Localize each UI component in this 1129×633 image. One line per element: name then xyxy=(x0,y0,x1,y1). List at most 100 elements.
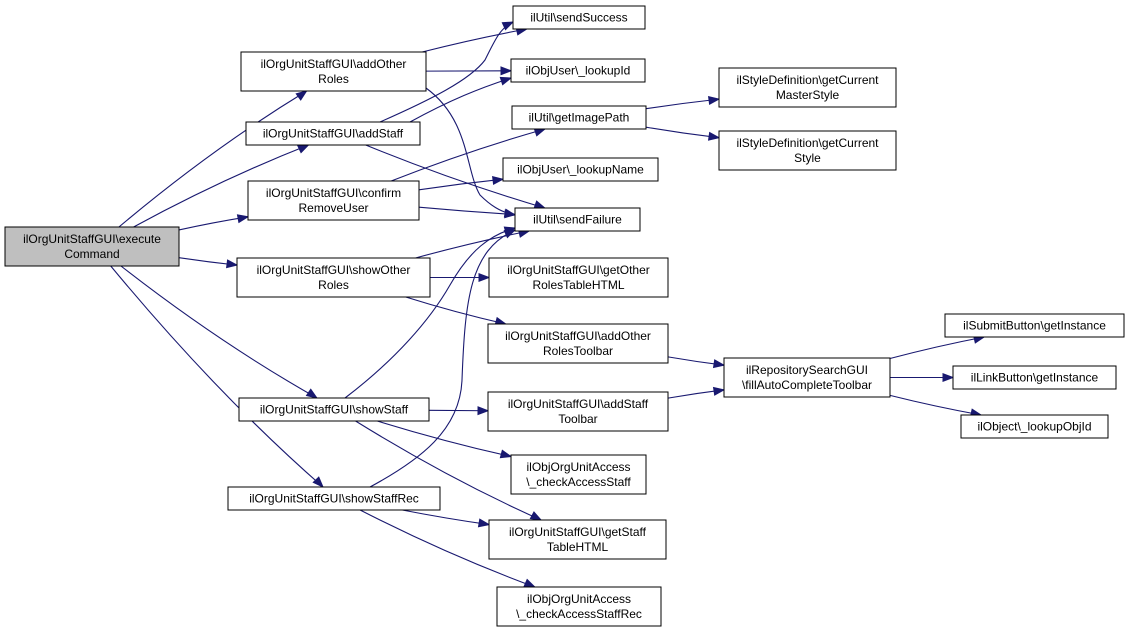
node-box[interactable] xyxy=(227,486,441,511)
edge-showStaffRec-to-sendFailure xyxy=(369,229,517,488)
edge-line xyxy=(377,420,512,458)
arrowhead xyxy=(295,90,308,101)
node-box[interactable] xyxy=(511,105,647,130)
edge-confirmRemoveUser-to-sendFailure xyxy=(418,206,517,219)
edge-line xyxy=(889,394,982,416)
node-box[interactable] xyxy=(247,180,420,221)
node-label: Toolbar xyxy=(558,412,597,426)
edge-showOtherRoles-to-getOtherRolesTableHTML xyxy=(430,272,491,283)
edge-showOtherRoles-to-addOtherRolesToolbar xyxy=(405,296,508,326)
edge-line xyxy=(110,265,324,488)
node-label: ilRepositorySearchGUI xyxy=(746,363,868,377)
edge-confirmRemoveUser-to-lookupName xyxy=(418,176,505,191)
arrowhead xyxy=(503,229,517,239)
node-box[interactable] xyxy=(240,51,427,92)
node-box[interactable] xyxy=(238,397,430,422)
node-addStaff[interactable]: ilOrgUnitStaffGUI\addStaff xyxy=(245,121,421,146)
node-submitGetInstance[interactable]: ilSubmitButton\getInstance xyxy=(944,313,1125,338)
node-label: ilOrgUnitStaffGUI\addStaff xyxy=(508,397,649,411)
arrowhead xyxy=(942,372,955,383)
node-sendSuccess[interactable]: ilUtil\sendSuccess xyxy=(512,5,646,30)
node-linkGetInstance[interactable]: ilLinkButton\getInstance xyxy=(952,365,1117,390)
edge-line xyxy=(359,509,535,588)
edge-addStaff-to-sendSuccess xyxy=(379,21,515,123)
node-label: ilObjUser\_lookupId xyxy=(526,64,631,78)
node-label: ilObjUser\_lookupName xyxy=(517,163,644,177)
edge-line xyxy=(889,336,985,360)
node-showStaff[interactable]: ilOrgUnitStaffGUI\showStaff xyxy=(238,397,430,422)
node-box[interactable] xyxy=(512,5,646,30)
edge-line xyxy=(402,509,490,526)
node-box[interactable] xyxy=(236,257,431,298)
arrowhead xyxy=(226,259,239,269)
node-label: RemoveUser xyxy=(298,201,368,215)
node-label: ilOrgUnitStaffGUI\addOther xyxy=(261,57,407,71)
node-box[interactable] xyxy=(245,121,421,146)
node-lookupName[interactable]: ilObjUser\_lookupName xyxy=(502,157,659,182)
node-box[interactable] xyxy=(510,454,647,495)
node-box[interactable] xyxy=(514,207,641,232)
node-label: ilOrgUnitStaffGUI\getStaff xyxy=(509,525,647,539)
edge-showStaff-to-getStaffTableHTML xyxy=(355,420,543,521)
node-box[interactable] xyxy=(723,357,891,398)
edge-line xyxy=(405,296,506,325)
node-label: Style xyxy=(794,151,821,165)
node-checkAccessStaffRec[interactable]: ilObjOrgUnitAccess\_checkAccessStaffRec xyxy=(496,586,662,627)
node-box[interactable] xyxy=(718,130,897,171)
edge-executeCommand-to-confirmRemoveUser xyxy=(178,214,250,231)
edge-addStaffToolbar-to-fillAutoCompleteToolbar xyxy=(667,386,726,399)
edges-layer xyxy=(110,21,986,588)
node-box[interactable] xyxy=(496,586,662,627)
node-lookupId[interactable]: ilObjUser\_lookupId xyxy=(510,58,646,83)
node-label: ilOrgUnitStaffGUI\showStaffRec xyxy=(249,492,419,506)
edge-fillAutoCompleteToolbar-to-lookupObjId xyxy=(889,394,983,418)
edge-addOtherRoles-to-lookupId xyxy=(425,66,513,76)
node-fillAutoCompleteToolbar[interactable]: ilRepositorySearchGUI\fillAutoCompleteTo… xyxy=(723,357,891,398)
node-box[interactable] xyxy=(960,414,1109,439)
node-label: ilObject\_lookupObjId xyxy=(977,420,1091,434)
node-box[interactable] xyxy=(487,323,669,364)
node-label: ilOrgUnitStaffGUI\showStaff xyxy=(260,403,409,417)
node-checkAccessStaff[interactable]: ilObjOrgUnitAccess\_checkAccessStaff xyxy=(510,454,647,495)
arrowhead xyxy=(533,200,547,209)
node-label: Roles xyxy=(318,278,349,292)
node-box[interactable] xyxy=(487,391,669,432)
arrowhead xyxy=(499,76,513,86)
node-label: ilUtil\sendFailure xyxy=(533,213,622,227)
node-showStaffRec[interactable]: ilOrgUnitStaffGUI\showStaffRec xyxy=(227,486,441,511)
node-box[interactable] xyxy=(4,226,180,267)
edge-fillAutoCompleteToolbar-to-submitGetInstance xyxy=(889,334,986,360)
edge-addStaff-to-sendFailure xyxy=(365,144,547,209)
edge-addOtherRolesToolbar-to-fillAutoCompleteToolbar xyxy=(667,356,726,369)
node-label: \_checkAccessStaffRec xyxy=(516,607,642,621)
node-label: Command xyxy=(64,247,119,261)
edge-line xyxy=(422,28,527,53)
node-box[interactable] xyxy=(952,365,1117,390)
node-lookupObjId[interactable]: ilObject\_lookupObjId xyxy=(960,414,1109,439)
arrowhead xyxy=(707,131,721,141)
node-box[interactable] xyxy=(944,313,1125,338)
node-box[interactable] xyxy=(510,58,646,83)
node-box[interactable] xyxy=(502,157,659,182)
node-box[interactable] xyxy=(718,67,897,108)
node-getImagePath[interactable]: ilUtil\getImagePath xyxy=(511,105,647,130)
node-box[interactable] xyxy=(488,257,669,298)
node-box[interactable] xyxy=(488,519,667,560)
edge-executeCommand-to-showStaffRec xyxy=(110,265,324,489)
node-label: \_checkAccessStaff xyxy=(526,475,631,489)
arrowhead xyxy=(499,449,513,459)
node-label: RolesTableHTML xyxy=(532,278,624,292)
edge-line xyxy=(178,216,249,231)
node-sendFailure[interactable]: ilUtil\sendFailure xyxy=(514,207,641,232)
